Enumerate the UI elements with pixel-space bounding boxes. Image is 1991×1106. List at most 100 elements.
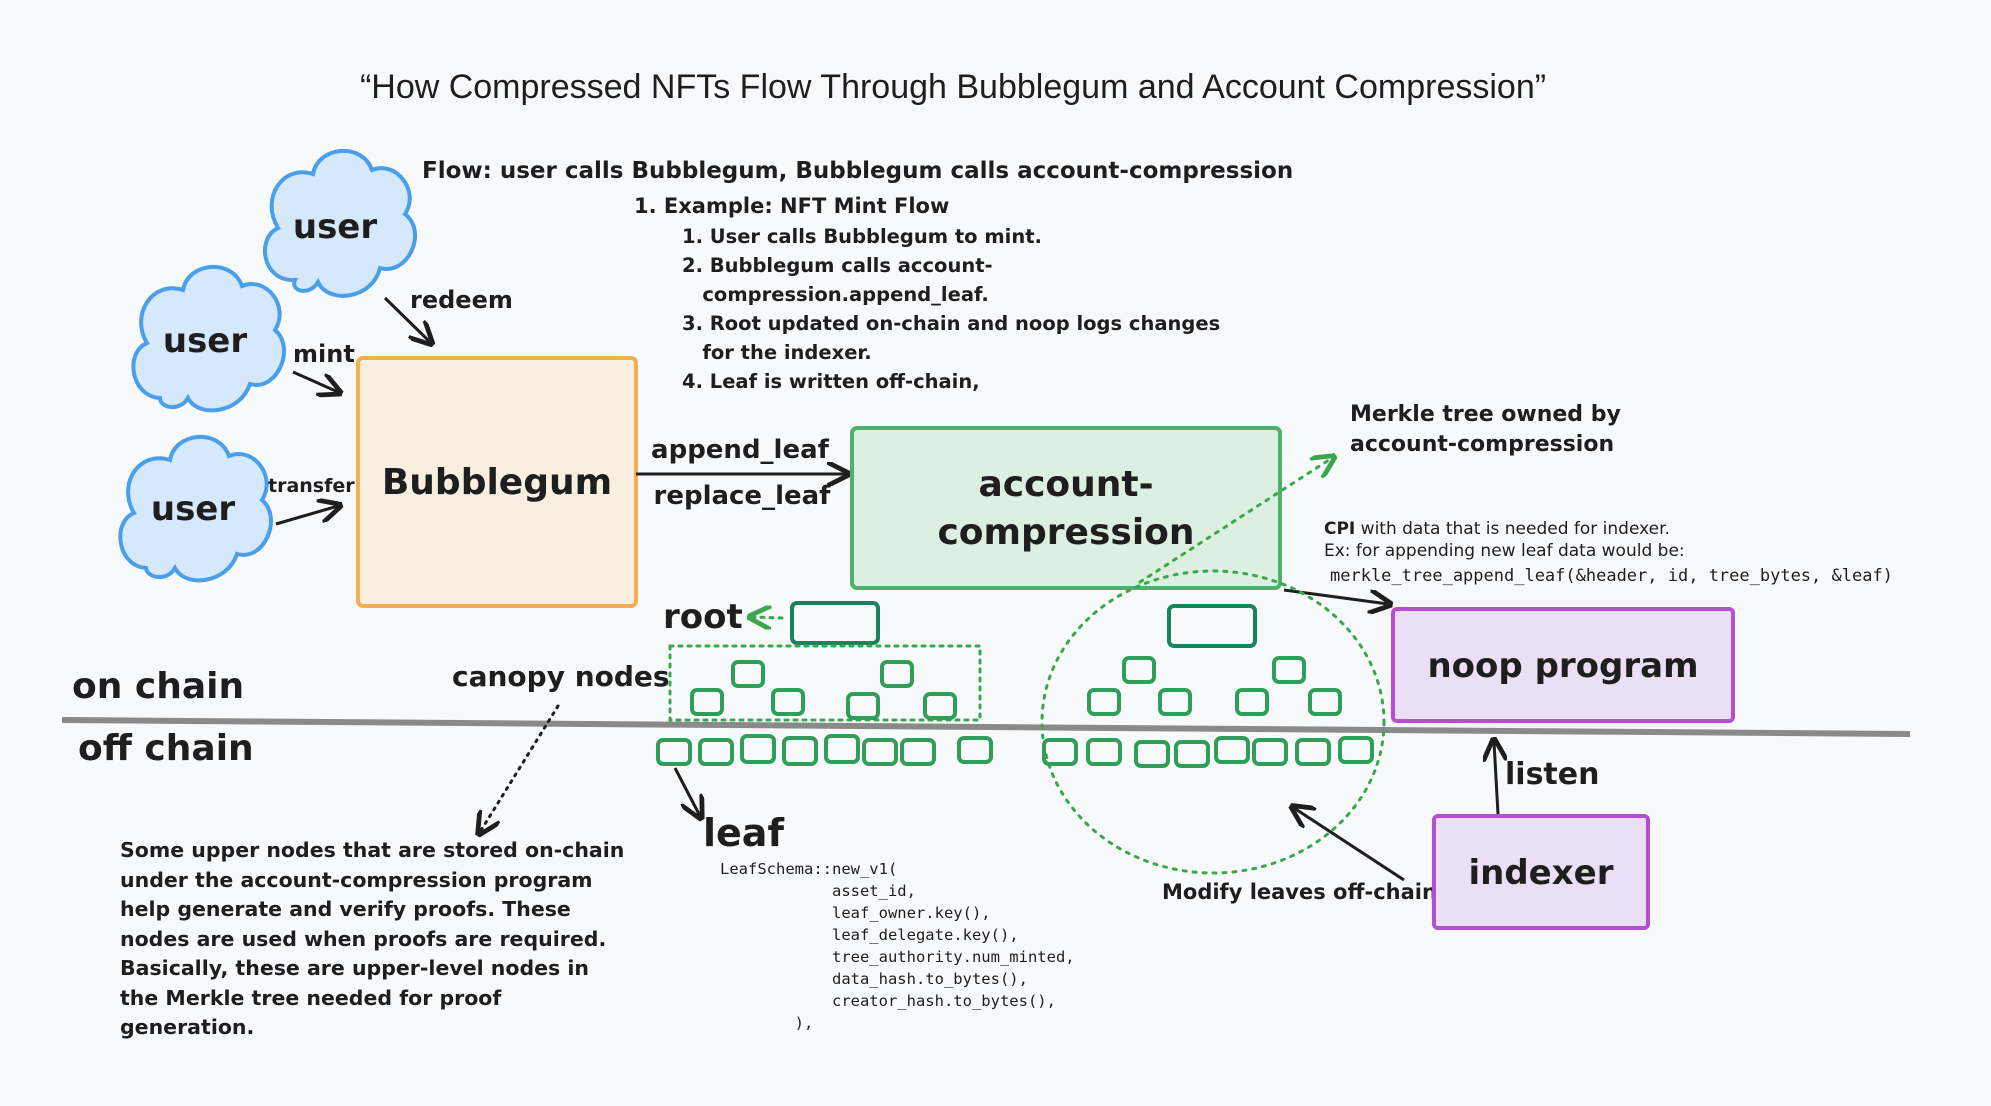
leaf-node xyxy=(1174,740,1210,768)
leaf-schema-code: LeafSchema::new_v1( asset_id, leaf_owner… xyxy=(720,858,1075,1034)
chain-divider xyxy=(61,717,1911,737)
indexer-label: indexer xyxy=(1468,853,1613,893)
leaf-node xyxy=(1295,738,1331,766)
diagram-title: “How Compressed NFTs Flow Through Bubble… xyxy=(360,68,1546,106)
leaf-schema-line: ), xyxy=(720,1014,814,1032)
canopy-description-line: generation. xyxy=(120,1015,255,1039)
tree-node xyxy=(1272,656,1306,684)
cpi-note-line-1: CPI with data that is needed for indexer… xyxy=(1324,519,1670,539)
user-label-2: user xyxy=(163,321,248,361)
merkle-owned-dotted-arrow xyxy=(1138,458,1332,584)
leaf-arrow xyxy=(673,767,700,816)
user-label-1: user xyxy=(293,207,378,247)
leaf-node xyxy=(1338,736,1374,764)
bubblegum-box: Bubblegum xyxy=(356,356,638,608)
leaf-schema-line: asset_id, xyxy=(720,882,916,900)
canopy-nodes-left xyxy=(690,660,957,720)
mint-label: mint xyxy=(293,340,355,368)
canopy-node xyxy=(690,688,724,716)
leaf-node xyxy=(1252,738,1288,766)
canopy-node xyxy=(731,660,765,688)
leaf-node xyxy=(1042,738,1078,766)
cpi-note-code: merkle_tree_append_leaf(&header, id, tre… xyxy=(1330,566,1893,586)
leaf-node xyxy=(862,738,898,766)
canopy-description-line: the Merkle tree needed for proof xyxy=(120,985,502,1010)
user-cloud-redeem: user xyxy=(263,148,417,298)
bubblegum-label: Bubblegum xyxy=(382,462,612,503)
example-mint-flow: 1. Example: NFT Mint Flow xyxy=(634,192,949,221)
account-compression-box: account- compression xyxy=(850,426,1282,590)
canopy-description-line: under the account-compression program xyxy=(120,867,593,892)
tree-node xyxy=(1158,688,1192,716)
canopy-node xyxy=(771,688,805,716)
tree-node xyxy=(1308,688,1342,716)
canopy-dotted-arrow xyxy=(480,704,560,832)
append-leaf-label: append_leaf xyxy=(651,435,830,465)
root-dotted-arrow xyxy=(752,617,784,618)
leaf-node xyxy=(1134,740,1170,768)
leaf-schema-line: leaf_owner.key(), xyxy=(720,904,991,922)
canopy-description-line: help generate and verify proofs. These xyxy=(120,897,571,921)
transfer-arrow xyxy=(275,506,338,526)
redeem-label: redeem xyxy=(410,286,513,314)
cpi-line-1: with data that is needed for indexer. xyxy=(1355,519,1670,539)
leaf-node xyxy=(698,738,734,766)
tree-node xyxy=(1087,688,1121,716)
canopy-region xyxy=(668,644,982,722)
leaf-nodes-right xyxy=(1042,736,1374,768)
leaf-schema-line: data_hash.to_bytes(), xyxy=(720,970,1028,988)
offchain-tree-ellipse xyxy=(1040,569,1386,875)
cpi-note-line-2: Ex: for appending new leaf data would be… xyxy=(1324,541,1685,561)
example-steps: 1. User calls Bubblegum to mint. 2. Bubb… xyxy=(682,222,1220,396)
leaf-node xyxy=(1214,736,1250,764)
root-label: root xyxy=(663,597,743,637)
leaf-nodes-left xyxy=(656,734,993,766)
leaf-node xyxy=(740,734,776,764)
user-label-3: user xyxy=(151,489,236,529)
mint-arrow xyxy=(292,370,338,392)
leaf-node xyxy=(656,738,692,766)
leaf-schema-line: creator_hash.to_bytes(), xyxy=(720,992,1056,1010)
leaf-node xyxy=(782,736,818,766)
leaf-node xyxy=(824,734,860,764)
modify-leaves-arrow xyxy=(1294,808,1405,882)
root-node-left xyxy=(790,601,880,645)
flow-heading: Flow: user calls Bubblegum, Bubblegum ca… xyxy=(422,158,1293,184)
noop-program-label: noop program xyxy=(1427,646,1698,686)
tree-node xyxy=(1122,656,1156,684)
tree-node xyxy=(1235,688,1269,716)
leaf-schema-line: tree_authority.num_minted, xyxy=(720,948,1075,966)
leaf-schema-line: leaf_delegate.key(), xyxy=(720,926,1019,944)
canopy-node xyxy=(880,660,914,688)
off-chain-label: off chain xyxy=(78,728,254,769)
merkle-owned-line-2: account-compression xyxy=(1350,432,1614,457)
canopy-node xyxy=(923,692,957,720)
example-step: 4. Leaf is written off-chain, xyxy=(682,370,980,393)
leaf-node xyxy=(900,738,936,766)
account-compression-label-1: account- xyxy=(978,464,1153,505)
account-compression-label-2: compression xyxy=(937,512,1194,553)
canopy-description: Some upper nodes that are stored on-chai… xyxy=(120,836,624,1043)
leaf-schema-line: LeafSchema::new_v1( xyxy=(720,860,898,878)
replace-leaf-label: replace_leaf xyxy=(654,481,832,511)
example-step: 1. User calls Bubblegum to mint. xyxy=(682,225,1042,248)
canopy-nodes-label: canopy nodes xyxy=(452,660,670,693)
leaf-node xyxy=(957,736,993,764)
example-step: 3. Root updated on-chain and noop logs c… xyxy=(682,312,1221,335)
leaf-node xyxy=(1086,738,1122,766)
cpi-prefix: CPI xyxy=(1324,519,1355,539)
leaf-label: leaf xyxy=(703,811,784,855)
canopy-description-line: Basically, these are upper-level nodes i… xyxy=(120,956,589,980)
indexer-listen-arrow xyxy=(1494,742,1498,815)
canopy-description-line: Some upper nodes that are stored on-chai… xyxy=(120,838,625,862)
on-chain-label: on chain xyxy=(72,666,244,707)
upper-nodes-right xyxy=(1087,656,1342,716)
merkle-owned-line-1: Merkle tree owned by xyxy=(1350,402,1621,427)
indexer-box: indexer xyxy=(1432,814,1650,930)
redeem-arrow xyxy=(383,296,430,342)
transfer-label: transfer xyxy=(268,475,355,497)
example-step: for the indexer. xyxy=(682,341,872,364)
example-step: compression.append_leaf. xyxy=(682,283,989,306)
